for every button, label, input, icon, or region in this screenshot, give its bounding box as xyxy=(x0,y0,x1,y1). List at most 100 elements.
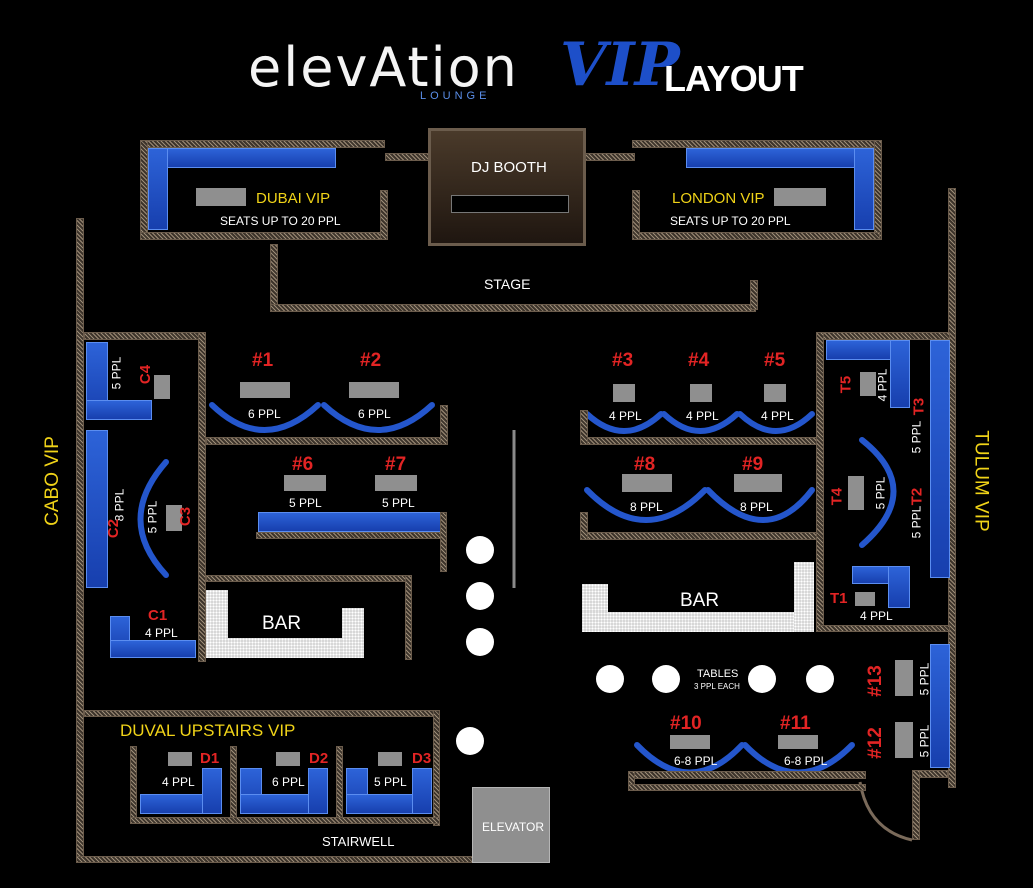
booth-3-number[interactable]: #3 xyxy=(612,350,634,371)
booth-11-cap: 6-8 PPL xyxy=(784,754,828,768)
c2-cap: 8 PPL xyxy=(112,488,127,522)
booth-8-number[interactable]: #8 xyxy=(634,454,656,475)
wall xyxy=(198,332,206,662)
c3-cap: 5 PPL xyxy=(145,500,160,534)
t2-t3-sofa xyxy=(930,340,950,578)
booth-11-number[interactable]: #11 xyxy=(780,713,811,734)
dj-booth: DJ BOOTH xyxy=(428,128,586,246)
cocktail-table[interactable] xyxy=(596,665,624,693)
vip-title: VIP xyxy=(560,30,680,100)
t5-number[interactable]: T5 xyxy=(837,375,855,394)
t1-number[interactable]: T1 xyxy=(830,590,848,607)
duval-vip-label[interactable]: DUVAL UPSTAIRS VIP xyxy=(120,721,296,740)
d1-table xyxy=(168,752,192,766)
booth-11-table xyxy=(778,735,818,749)
booth-3-table xyxy=(613,384,635,402)
wall xyxy=(140,232,385,240)
booth-9-number[interactable]: #9 xyxy=(742,454,764,475)
booth-2-number[interactable]: #2 xyxy=(360,350,382,371)
cocktail-table[interactable] xyxy=(748,665,776,693)
booth-13-number[interactable]: #13 xyxy=(864,665,886,697)
booth-2-sofa xyxy=(321,402,435,433)
cocktail-table[interactable] xyxy=(806,665,834,693)
booth-7-table xyxy=(375,475,417,491)
elevator[interactable]: ELEVATOR xyxy=(472,787,550,863)
wall xyxy=(76,856,474,863)
cocktail-table[interactable] xyxy=(456,727,484,755)
wall xyxy=(270,304,756,312)
booth-9-sofa xyxy=(705,487,815,523)
wall xyxy=(440,512,447,572)
booth-4-cap: 4 PPL xyxy=(686,409,719,423)
booth-7-number[interactable]: #7 xyxy=(385,454,407,475)
booth-10-number[interactable]: #10 xyxy=(670,713,702,734)
booth-c3-sofa xyxy=(137,459,169,578)
wall xyxy=(912,770,920,840)
booth-9-table xyxy=(734,474,782,492)
t3-number[interactable]: T3 xyxy=(910,397,928,416)
dubai-seats-label: SEATS UP TO 20 PPL xyxy=(220,214,341,228)
wall xyxy=(632,232,880,240)
d2-number[interactable]: D2 xyxy=(309,750,329,767)
cocktail-table[interactable] xyxy=(466,582,494,610)
wall xyxy=(580,437,820,445)
d3-number[interactable]: D3 xyxy=(412,750,432,767)
t4-number[interactable]: T4 xyxy=(828,487,846,506)
c4-cap: 5 PPL xyxy=(109,356,124,390)
t3-cap: 5 PPL xyxy=(909,420,924,454)
london-vip-label[interactable]: LONDON VIP xyxy=(672,190,765,207)
booth-t4-sofa xyxy=(859,437,897,548)
booth-7-cap: 5 PPL xyxy=(382,496,415,510)
c1-number[interactable]: C1 xyxy=(148,607,168,624)
booth-6-number[interactable]: #6 xyxy=(292,454,314,475)
booth-4-number[interactable]: #4 xyxy=(688,350,710,371)
t1-sofa-side xyxy=(888,566,910,608)
cocktail-table[interactable] xyxy=(466,536,494,564)
booth-13-table xyxy=(895,660,913,696)
london-table xyxy=(774,188,826,206)
wall xyxy=(336,746,343,824)
booth-5-number[interactable]: #5 xyxy=(764,350,786,371)
tables-sub-label: 3 PPL EACH xyxy=(694,682,740,691)
wall xyxy=(130,817,440,824)
booth-2-cap: 6 PPL xyxy=(358,407,391,421)
booth-1-table xyxy=(240,382,290,398)
c3-number[interactable]: C3 xyxy=(177,506,195,527)
wall xyxy=(230,746,237,824)
t5-table xyxy=(860,372,876,396)
wall xyxy=(256,532,446,539)
wall xyxy=(585,153,635,161)
booth-3-cap: 4 PPL xyxy=(609,409,642,423)
booth-3-sofa xyxy=(584,411,664,434)
cabo-vip-label[interactable]: CABO VIP xyxy=(41,436,63,526)
dubai-vip-label[interactable]: DUBAI VIP xyxy=(256,190,331,207)
wall xyxy=(632,190,640,240)
d1-number[interactable]: D1 xyxy=(200,750,220,767)
wall xyxy=(206,437,446,445)
wall xyxy=(874,140,882,240)
dubai-sofa-side xyxy=(148,148,168,230)
booth-10-table xyxy=(670,735,710,749)
booth-1-number[interactable]: #1 xyxy=(252,350,274,371)
bar-left-counter xyxy=(206,638,364,658)
tulum-vip-label[interactable]: TULUM VIP xyxy=(970,430,992,532)
booth-9-cap: 8 PPL xyxy=(740,500,773,514)
wall xyxy=(816,332,950,340)
booth-6-cap: 5 PPL xyxy=(289,496,322,510)
c3-table xyxy=(166,505,182,531)
t2-number[interactable]: T2 xyxy=(908,487,926,506)
c4-table xyxy=(154,375,170,399)
c2-number[interactable]: C2 xyxy=(105,518,123,539)
booth-12-number[interactable]: #12 xyxy=(864,727,886,759)
booth-8-table xyxy=(622,474,672,492)
bar-left-counter xyxy=(342,608,364,658)
logo-wordmark: elevAtion xyxy=(248,36,519,99)
wall xyxy=(380,190,388,240)
booth-4-sofa xyxy=(661,411,740,434)
london-sofa-side xyxy=(854,148,874,230)
cocktail-table[interactable] xyxy=(466,628,494,656)
d2-cap: 6 PPL xyxy=(272,775,305,789)
c4-number[interactable]: C4 xyxy=(137,364,155,385)
wall xyxy=(130,746,137,824)
cocktail-table[interactable] xyxy=(652,665,680,693)
